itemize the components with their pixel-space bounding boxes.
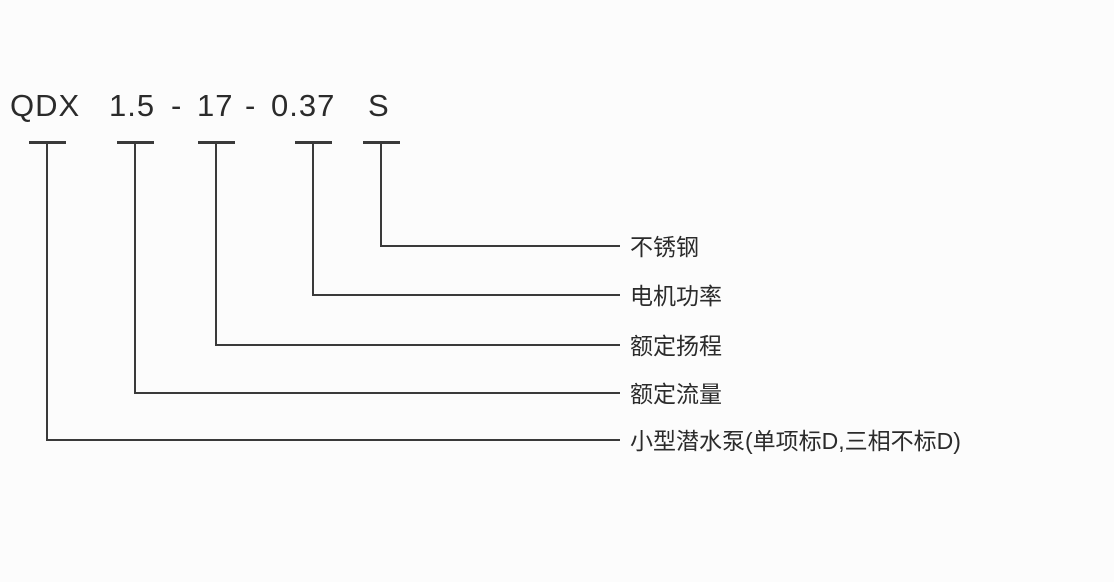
label-rated-flow: 额定流量 [630, 381, 722, 407]
code-separator: - [171, 88, 183, 123]
leader-head [215, 142, 620, 346]
code-segment-flow: 1.5 [109, 88, 156, 123]
label-pump-type: 小型潜水泵(单项标D,三相不标D) [630, 428, 961, 454]
code-segment-qdx: QDX [10, 88, 81, 123]
code-separator: - [245, 88, 257, 123]
leader-qdx [46, 142, 620, 441]
leader-power [312, 142, 620, 296]
leader-steel [380, 142, 620, 247]
code-segment-power: 0.37 [271, 88, 336, 123]
label-stainless-steel: 不锈钢 [630, 234, 699, 260]
label-rated-head: 额定扬程 [630, 333, 722, 359]
code-segment-steel: S [368, 88, 390, 123]
code-segment-head: 17 [197, 88, 234, 123]
label-motor-power: 电机功率 [630, 283, 722, 309]
leader-flow [134, 142, 620, 394]
